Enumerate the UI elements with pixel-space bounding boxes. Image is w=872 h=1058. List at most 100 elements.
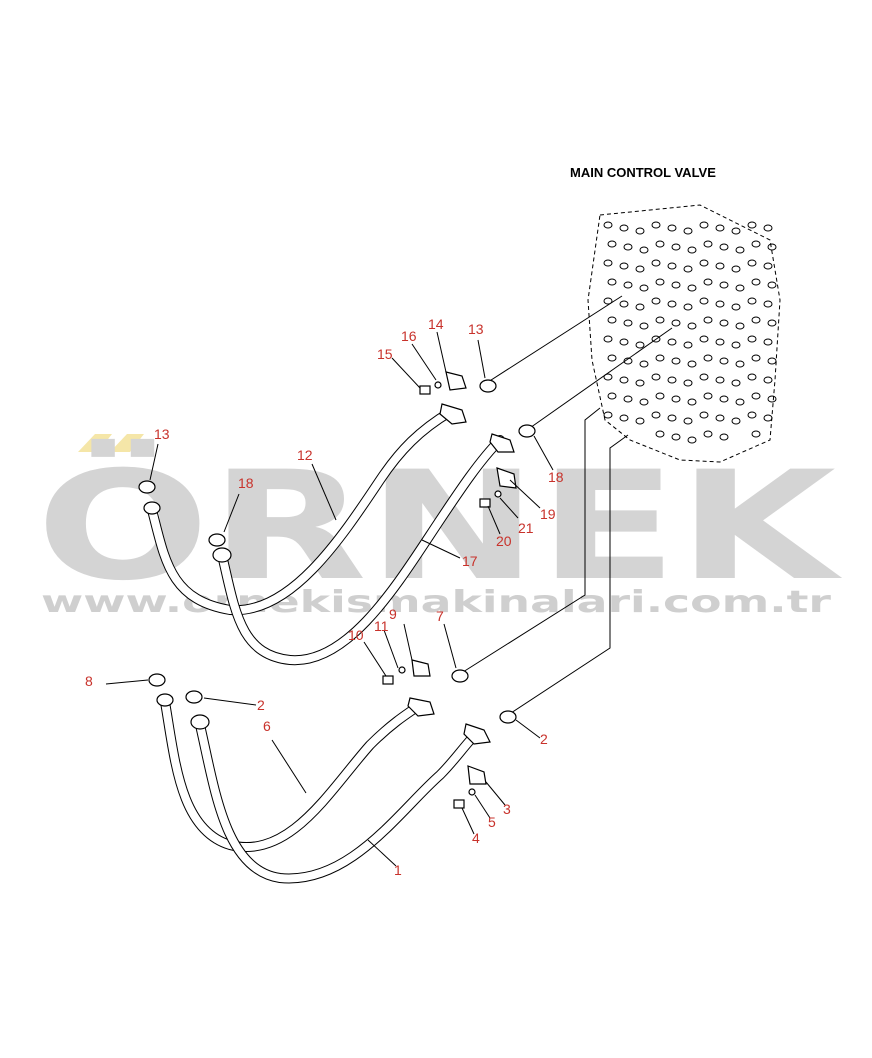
callout-1: 1 (394, 862, 402, 878)
valve-port (655, 278, 665, 286)
valve-port (635, 341, 645, 349)
valve-port (731, 303, 741, 311)
valve-port (687, 322, 697, 330)
callout-9: 9 (389, 606, 397, 622)
valve-port (651, 221, 661, 229)
valve-port (751, 430, 761, 438)
valve-port (763, 262, 773, 270)
valve-port (767, 243, 777, 251)
valve-port (639, 322, 649, 330)
callout-11: 11 (374, 618, 389, 634)
valve-port (607, 392, 617, 400)
callout-19: 19 (540, 506, 556, 522)
valve-port (623, 357, 633, 365)
valve-port (687, 360, 697, 368)
callouts: 13 14 16 15 13 12 18 18 19 21 20 17 9 11… (85, 316, 564, 878)
valve-port (703, 392, 713, 400)
valve-port (751, 392, 761, 400)
valve-port (667, 338, 677, 346)
valve-port (655, 392, 665, 400)
valve-port (607, 316, 617, 324)
callout-18-right: 18 (548, 469, 564, 485)
valve-port (655, 430, 665, 438)
callout-7: 7 (436, 608, 444, 624)
o-rings (138, 379, 536, 724)
valve-port (767, 395, 777, 403)
valve-port (603, 259, 613, 267)
valve-port (719, 433, 729, 441)
main-control-valve (587, 204, 781, 463)
valve-port (719, 281, 729, 289)
valve-port (719, 357, 729, 365)
valve-port (667, 300, 677, 308)
valve-port (671, 395, 681, 403)
valve-port (763, 414, 773, 422)
valve-port (763, 376, 773, 384)
valve-pipes (462, 295, 673, 716)
valve-port (603, 411, 613, 419)
valve-port (699, 411, 709, 419)
callout-14: 14 (428, 316, 444, 332)
callout-15: 15 (377, 346, 393, 362)
valve-port (635, 265, 645, 273)
valve-port (751, 278, 761, 286)
valve-port (731, 265, 741, 273)
valve-port (603, 373, 613, 381)
valve-port (703, 316, 713, 324)
valve-port (687, 436, 697, 444)
valve-port (715, 338, 725, 346)
valve-port (767, 281, 777, 289)
valve-port (655, 354, 665, 362)
valve-port (747, 221, 757, 229)
valve-port (635, 379, 645, 387)
callout-21: 21 (518, 520, 534, 536)
valve-port (651, 373, 661, 381)
valve-port (671, 433, 681, 441)
valve-port (651, 259, 661, 267)
valve-port (603, 335, 613, 343)
callout-16: 16 (401, 328, 417, 344)
valve-port (635, 303, 645, 311)
callout-2-right: 2 (540, 731, 548, 747)
valve-port (683, 303, 693, 311)
valve-port (731, 341, 741, 349)
valve-port (607, 240, 617, 248)
valve-port (619, 376, 629, 384)
valve-port (619, 224, 629, 232)
valve-port (719, 319, 729, 327)
valve-port (671, 319, 681, 327)
valve-port (751, 240, 761, 248)
valve-port (703, 430, 713, 438)
valve-port (603, 221, 613, 229)
valve-port (639, 398, 649, 406)
valve-port (603, 297, 613, 305)
valve-port (747, 411, 757, 419)
valve-port (651, 411, 661, 419)
valve-port (623, 395, 633, 403)
valve-port (639, 246, 649, 254)
valve-port (683, 341, 693, 349)
callout-4: 4 (472, 830, 480, 846)
valve-port (619, 414, 629, 422)
valve-port (619, 338, 629, 346)
valve-port (651, 335, 661, 343)
diagram-title: MAIN CONTROL VALVE (570, 165, 716, 180)
valve-port (735, 360, 745, 368)
valve-port (731, 379, 741, 387)
valve-port (763, 224, 773, 232)
valve-port (667, 262, 677, 270)
valve-port (735, 284, 745, 292)
valve-port (655, 316, 665, 324)
valve-port (763, 300, 773, 308)
valve-port (715, 224, 725, 232)
leader-lines (105, 331, 554, 867)
valve-port (731, 417, 741, 425)
valve-port (619, 262, 629, 270)
clamps-and-bolts (382, 371, 517, 809)
valve-port (651, 297, 661, 305)
valve-port (715, 376, 725, 384)
valve-port (635, 417, 645, 425)
valve-port (667, 376, 677, 384)
callout-18: 18 (238, 475, 254, 491)
valve-port (607, 278, 617, 286)
